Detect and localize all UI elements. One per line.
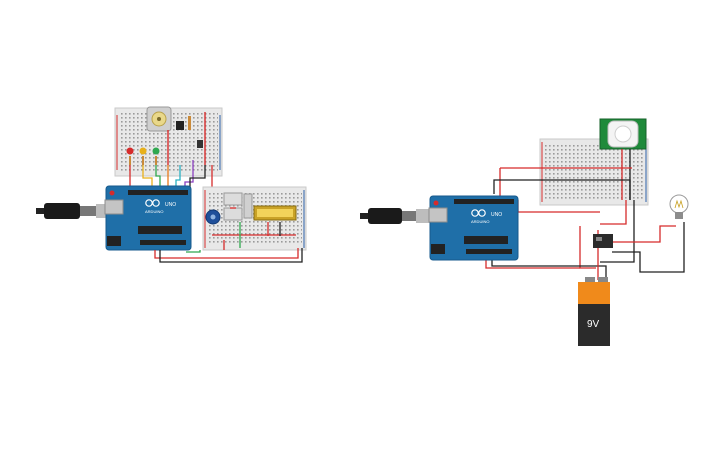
arduino-brand-label: ARDUINO [471,219,489,224]
arduino-uno-right[interactable]: ARDUINO UNO [428,195,519,261]
potentiometer-icon[interactable] [205,209,221,225]
usb-cable-left[interactable] [36,203,112,219]
dc-motor-icon[interactable] [146,106,172,132]
led-green[interactable] [152,147,160,155]
pir-sensor-icon[interactable] [599,118,647,150]
arduino-infinity-icon [145,199,160,207]
arduino-brand-label: ARDUINO [145,209,163,214]
pushbutton-icon[interactable] [176,121,184,130]
arduino-uno-left[interactable]: ARDUINO UNO [104,185,192,251]
light-bulb-icon[interactable] [669,194,689,219]
component-block-b[interactable] [223,207,243,221]
resistor[interactable] [188,116,191,130]
right-circuit: ARDUINO UNO 9V [360,118,689,346]
left-circuit: ARDUINO UNO [36,106,307,263]
relay-module-icon[interactable] [593,234,613,248]
arduino-infinity-icon [471,209,486,217]
arduino-model-label: UNO [165,202,176,208]
wires-right [485,149,685,280]
lcd-display-icon[interactable] [253,205,297,221]
battery-9v[interactable]: 9V [578,277,610,346]
battery-label: 9V [587,319,600,330]
arduino-model-label: UNO [491,212,502,218]
transistor[interactable] [197,140,203,148]
led-red[interactable] [126,147,134,155]
led-yellow[interactable] [139,147,147,155]
usb-cable-right[interactable] [360,208,432,224]
component-block-a[interactable] [223,192,243,206]
wires-left-bottom [154,207,303,263]
